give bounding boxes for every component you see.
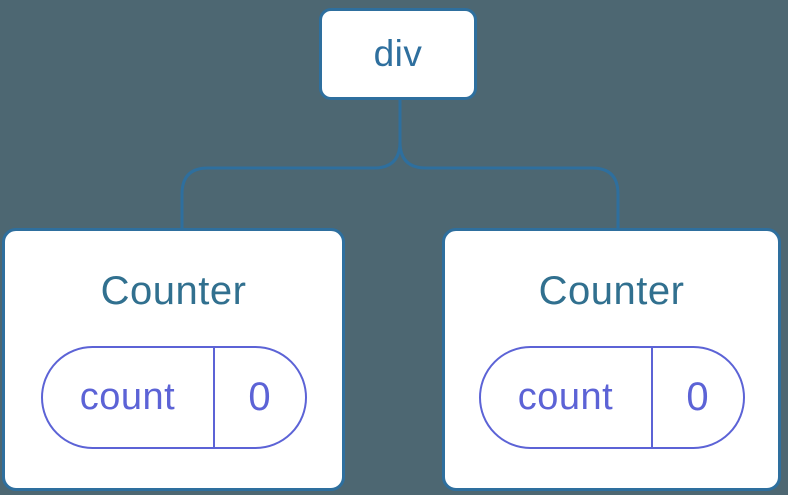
- counter-node-title: Counter: [100, 269, 247, 313]
- state-pill: count 0: [40, 346, 307, 449]
- state-key: count: [517, 376, 614, 418]
- counter-node-right: Counter count 0: [442, 228, 781, 491]
- counter-node-left: Counter count 0: [2, 228, 345, 491]
- state-value: 0: [686, 375, 709, 419]
- root-node-label: div: [373, 33, 423, 74]
- root-node: div: [319, 8, 477, 100]
- pill-divider: [212, 348, 215, 447]
- connector-left-branch: [180, 100, 402, 229]
- connector-right-branch: [398, 100, 620, 229]
- pill-divider: [650, 348, 653, 447]
- state-key: count: [79, 376, 176, 418]
- state-value: 0: [248, 375, 271, 419]
- state-pill: count 0: [478, 346, 745, 449]
- counter-node-title: Counter: [538, 269, 685, 313]
